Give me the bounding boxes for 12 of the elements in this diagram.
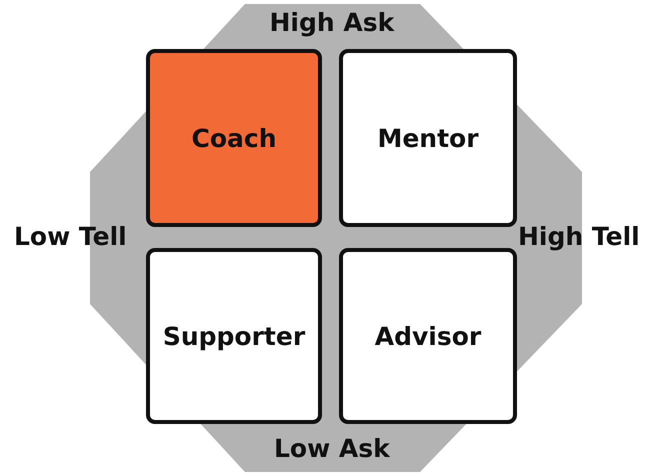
quadrant-label: Mentor <box>377 124 479 152</box>
quadrant-box <box>146 49 322 227</box>
quadrant-box <box>146 248 322 424</box>
quadrant-label: Supporter <box>162 322 306 350</box>
axis-label: Low Ask <box>274 434 390 464</box>
axis-label: High Ask <box>270 8 394 38</box>
quadrant-box <box>339 49 517 227</box>
axis-label: High Tell <box>518 222 640 252</box>
quadrant-box <box>339 248 517 424</box>
axis-label: Low Tell <box>14 222 127 252</box>
quadrant-label: Coach <box>191 124 276 152</box>
quadrant-label: Advisor <box>374 322 482 350</box>
